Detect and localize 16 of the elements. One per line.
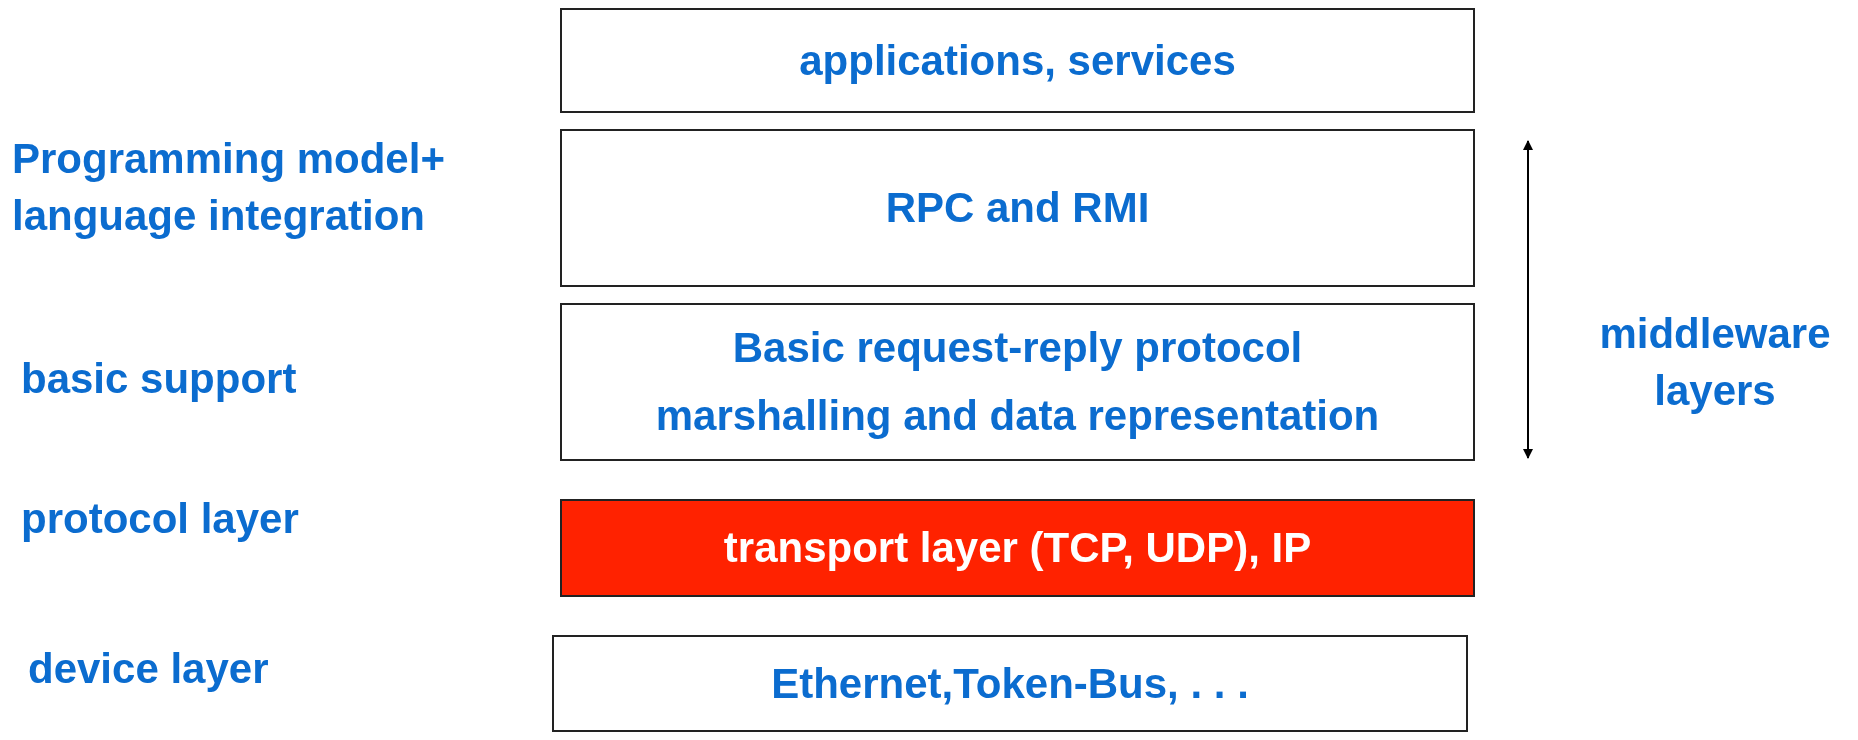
layer-label: Ethernet,Token-Bus, . . . (771, 659, 1249, 708)
layer-label: applications, services (799, 36, 1236, 85)
layer-label: RPC and RMI (885, 184, 1150, 232)
layer-box (560, 303, 1475, 461)
layer-box (552, 635, 1468, 732)
layer-label: marshalling and data representation (655, 391, 1380, 440)
layer-box (560, 129, 1475, 287)
level-label: protocol layer (21, 494, 300, 544)
level-label: Programming model+ language integration (12, 134, 446, 241)
layer-box (560, 8, 1475, 113)
level-label: basic support (21, 354, 298, 404)
level-label: device layer (28, 644, 270, 694)
bracket-label: middleware layers (1598, 309, 1832, 416)
layer-label: transport layer (TCP, UDP), IP (723, 524, 1312, 572)
layer-label: Basic request-reply protocol (732, 324, 1303, 373)
highlighted-layer-box (560, 499, 1475, 597)
